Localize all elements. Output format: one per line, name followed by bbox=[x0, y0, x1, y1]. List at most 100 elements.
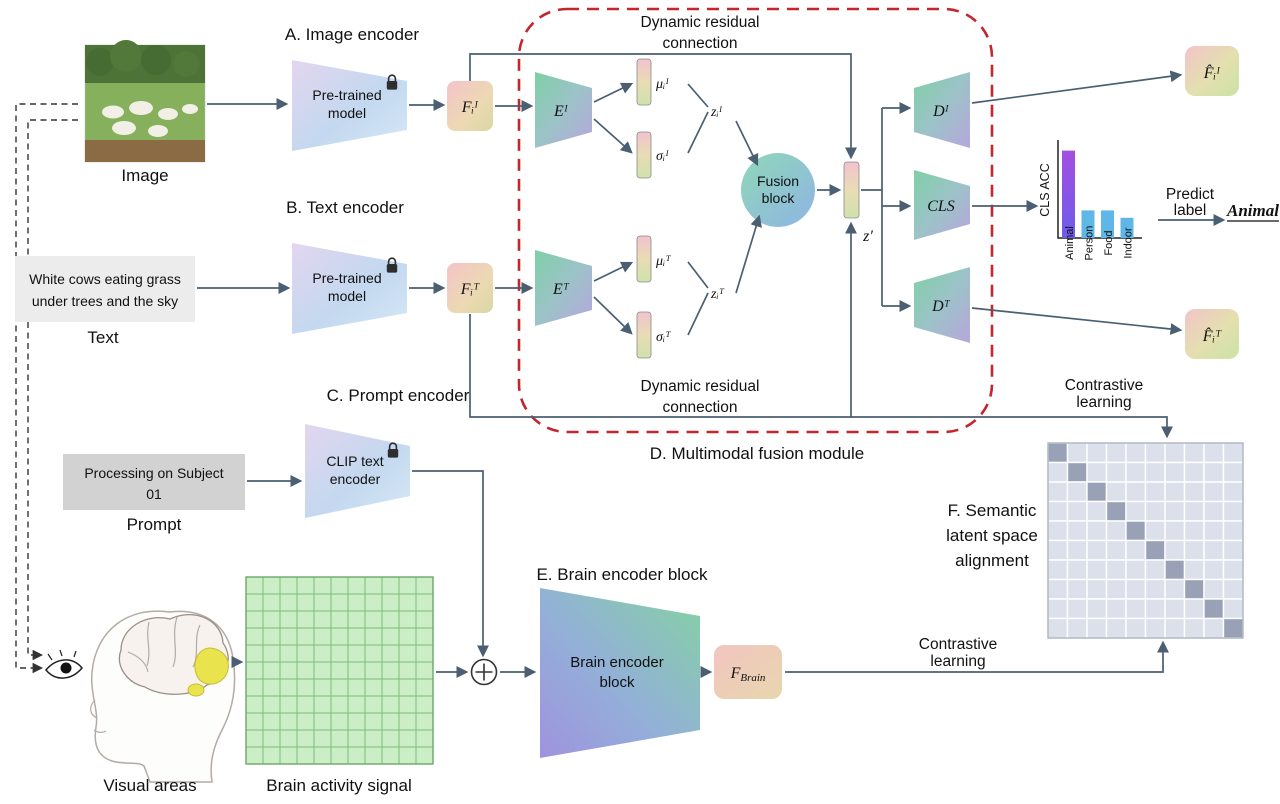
grid-cell bbox=[415, 712, 434, 731]
grid-cell bbox=[364, 695, 383, 714]
grid-cell bbox=[1203, 481, 1225, 503]
grid-cell bbox=[398, 746, 417, 765]
grid-cell bbox=[262, 729, 281, 748]
predict-label-text: label bbox=[1174, 202, 1207, 219]
grid-cell bbox=[1222, 500, 1244, 522]
fusion-module-dashed-outline bbox=[517, 7, 994, 434]
grid-cell bbox=[415, 644, 434, 663]
grid-cell bbox=[1183, 500, 1205, 522]
grid-cell bbox=[415, 593, 434, 612]
grid-cell bbox=[296, 712, 315, 731]
grid-cell bbox=[1203, 500, 1225, 522]
grid-cell bbox=[1222, 617, 1244, 639]
prompt-input-line: Processing on Subject bbox=[84, 465, 223, 481]
mu-image-label: μᵢᴵ bbox=[655, 77, 669, 92]
z-text-label: zᵢᵀ bbox=[710, 287, 725, 302]
lock-icon bbox=[385, 257, 399, 274]
grid-cell bbox=[381, 678, 400, 697]
flow-arrow bbox=[593, 118, 633, 154]
grid-cell bbox=[1144, 617, 1166, 639]
cls-acc-category-label: Animal bbox=[1064, 226, 1076, 260]
grid-cell bbox=[296, 729, 315, 748]
brain-encoder-block-label: block bbox=[599, 674, 635, 691]
grid-cell bbox=[1203, 461, 1225, 483]
grid-cell bbox=[381, 627, 400, 646]
grid-cell bbox=[1183, 520, 1205, 542]
flow-arrow bbox=[735, 120, 759, 167]
grid-cell bbox=[262, 644, 281, 663]
grid-cell bbox=[1164, 539, 1186, 561]
grid-cell bbox=[296, 678, 315, 697]
grid-cell bbox=[1086, 520, 1108, 542]
grid-cell bbox=[1222, 481, 1244, 503]
grid-cell bbox=[313, 627, 332, 646]
grid-cell bbox=[1066, 481, 1088, 503]
grid-cell bbox=[1125, 598, 1147, 620]
prompt-input-box bbox=[63, 454, 245, 510]
grid-cell bbox=[1105, 539, 1127, 561]
section-label-alignment: F. Semantic bbox=[948, 501, 1037, 520]
grid-cell bbox=[415, 661, 434, 680]
cls-acc-bar bbox=[1101, 210, 1114, 238]
grid-cell bbox=[313, 576, 332, 595]
pretrained-text-model-label: model bbox=[328, 288, 366, 304]
grid-cell bbox=[1183, 461, 1205, 483]
grid-cell bbox=[347, 661, 366, 680]
grid-cell bbox=[1164, 442, 1186, 464]
dynamic-residual-label-top: Dynamic residual bbox=[641, 14, 760, 31]
grid-cell bbox=[415, 678, 434, 697]
grid-cell bbox=[245, 695, 264, 714]
grid-cell bbox=[1183, 539, 1205, 561]
grid-cell bbox=[398, 644, 417, 663]
fhat-image-box bbox=[1185, 46, 1239, 96]
grid-cell bbox=[1144, 598, 1166, 620]
alignment-matrix bbox=[1047, 442, 1244, 639]
text-input-box bbox=[15, 256, 195, 322]
grid-cell bbox=[296, 627, 315, 646]
clip-text-encoder-label: encoder bbox=[330, 471, 381, 487]
grid-cell bbox=[1183, 578, 1205, 600]
grid-cell bbox=[1105, 559, 1127, 581]
grid-cell bbox=[1222, 559, 1244, 581]
grid-cell bbox=[296, 746, 315, 765]
grid-cell bbox=[398, 627, 417, 646]
grid-cell bbox=[347, 678, 366, 697]
grid-cell bbox=[279, 746, 298, 765]
grid-cell bbox=[1144, 461, 1166, 483]
contrastive-learning-label-bottom: learning bbox=[930, 653, 985, 670]
grid-cell bbox=[1105, 481, 1127, 503]
grid-cell bbox=[364, 661, 383, 680]
grid-cell bbox=[330, 644, 349, 663]
grid-cell bbox=[1222, 598, 1244, 620]
feedback-dashed-arrow bbox=[15, 103, 78, 674]
grid-cell bbox=[262, 610, 281, 629]
grid-cell bbox=[347, 644, 366, 663]
dynamic-residual-label-top: connection bbox=[663, 35, 738, 52]
image-feature-label: Fᵢᴵ bbox=[461, 99, 479, 116]
grid-cell bbox=[1144, 559, 1166, 581]
grid-cell bbox=[279, 576, 298, 595]
decoder-d-image bbox=[914, 72, 970, 148]
grid-cell bbox=[398, 712, 417, 731]
grid-cell bbox=[1047, 442, 1069, 464]
cls-acc-category-label: Indoor bbox=[1123, 227, 1135, 259]
grid-cell bbox=[330, 593, 349, 612]
circled-plus-icon bbox=[470, 658, 498, 686]
section-label-multimodal-fusion: D. Multimodal fusion module bbox=[650, 444, 864, 463]
grid-cell bbox=[1164, 520, 1186, 542]
grid-cell bbox=[415, 576, 434, 595]
grid-cell bbox=[347, 712, 366, 731]
cls-classifier bbox=[914, 170, 970, 240]
section-label-text-encoder: B. Text encoder bbox=[286, 198, 404, 217]
mu-image-bar bbox=[636, 58, 652, 106]
grid-cell bbox=[1105, 442, 1127, 464]
grid-cell bbox=[245, 627, 264, 646]
flow-arrow bbox=[735, 214, 762, 294]
grid-cell bbox=[381, 661, 400, 680]
grid-cell bbox=[1047, 461, 1069, 483]
grid-cell bbox=[1183, 559, 1205, 581]
grid-cell bbox=[245, 610, 264, 629]
grid-cell bbox=[296, 661, 315, 680]
sigma-text-label: σᵢᵀ bbox=[656, 330, 671, 345]
grid-cell bbox=[364, 627, 383, 646]
